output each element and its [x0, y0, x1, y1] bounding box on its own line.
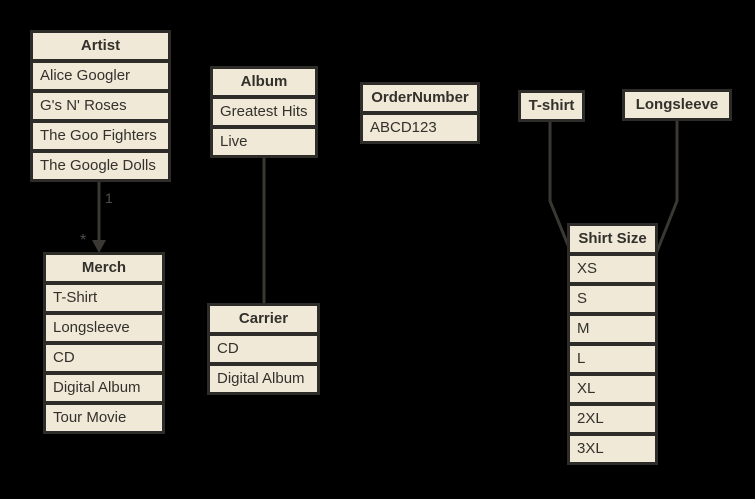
- order-number-entity-title: OrderNumber: [363, 85, 477, 111]
- carrier-entity-row: Digital Album: [210, 366, 317, 392]
- tshirt-shirtsize-connector-line: [548, 119, 574, 256]
- shirt-size-entity-row: XL: [570, 376, 655, 402]
- album-entity-row: Greatest Hits: [213, 99, 315, 125]
- order-number-entity: OrderNumber ABCD123: [360, 82, 480, 144]
- artist-entity-row: G's N' Roses: [33, 93, 168, 119]
- arrowhead-down-icon: [92, 240, 106, 253]
- tshirt-node: T-shirt: [518, 90, 585, 122]
- shirt-size-entity: Shirt Size XS S M L XL 2XL 3XL: [567, 223, 658, 465]
- merch-entity-row: CD: [46, 345, 162, 371]
- shirt-size-entity-row: XS: [570, 256, 655, 282]
- carrier-entity-title: Carrier: [210, 306, 317, 332]
- artist-entity-title: Artist: [33, 33, 168, 59]
- merch-entity-row: Tour Movie: [46, 405, 162, 431]
- artist-entity-row: Alice Googler: [33, 63, 168, 89]
- merch-entity: Merch T-Shirt Longsleeve CD Digital Albu…: [43, 252, 165, 434]
- shirt-size-entity-title: Shirt Size: [570, 226, 655, 252]
- carrier-entity-row: CD: [210, 336, 317, 362]
- artist-entity-row: The Google Dolls: [33, 153, 168, 179]
- album-entity: Album Greatest Hits Live: [210, 66, 318, 158]
- merch-entity-row: Longsleeve: [46, 315, 162, 341]
- order-number-entity-row: ABCD123: [363, 115, 477, 141]
- shirt-size-entity-row: L: [570, 346, 655, 372]
- longsleeve-shirtsize-connector-line: [654, 119, 679, 255]
- tshirt-node-title: T-shirt: [521, 93, 582, 119]
- carrier-entity: Carrier CD Digital Album: [207, 303, 320, 395]
- merch-entity-row: T-Shirt: [46, 285, 162, 311]
- artist-merch-target-multiplicity-label: *: [80, 232, 86, 249]
- longsleeve-node-title: Longsleeve: [625, 92, 729, 118]
- merch-entity-title: Merch: [46, 255, 162, 281]
- album-entity-row: Live: [213, 129, 315, 155]
- shirt-size-entity-row: M: [570, 316, 655, 342]
- shirt-size-entity-row: 3XL: [570, 436, 655, 462]
- longsleeve-node: Longsleeve: [622, 89, 732, 121]
- artist-merch-source-multiplicity-label: 1: [105, 190, 113, 206]
- merch-entity-row: Digital Album: [46, 375, 162, 401]
- album-entity-title: Album: [213, 69, 315, 95]
- shirt-size-entity-row: 2XL: [570, 406, 655, 432]
- artist-entity: Artist Alice Googler G's N' Roses The Go…: [30, 30, 171, 182]
- shirt-size-entity-row: S: [570, 286, 655, 312]
- artist-entity-row: The Goo Fighters: [33, 123, 168, 149]
